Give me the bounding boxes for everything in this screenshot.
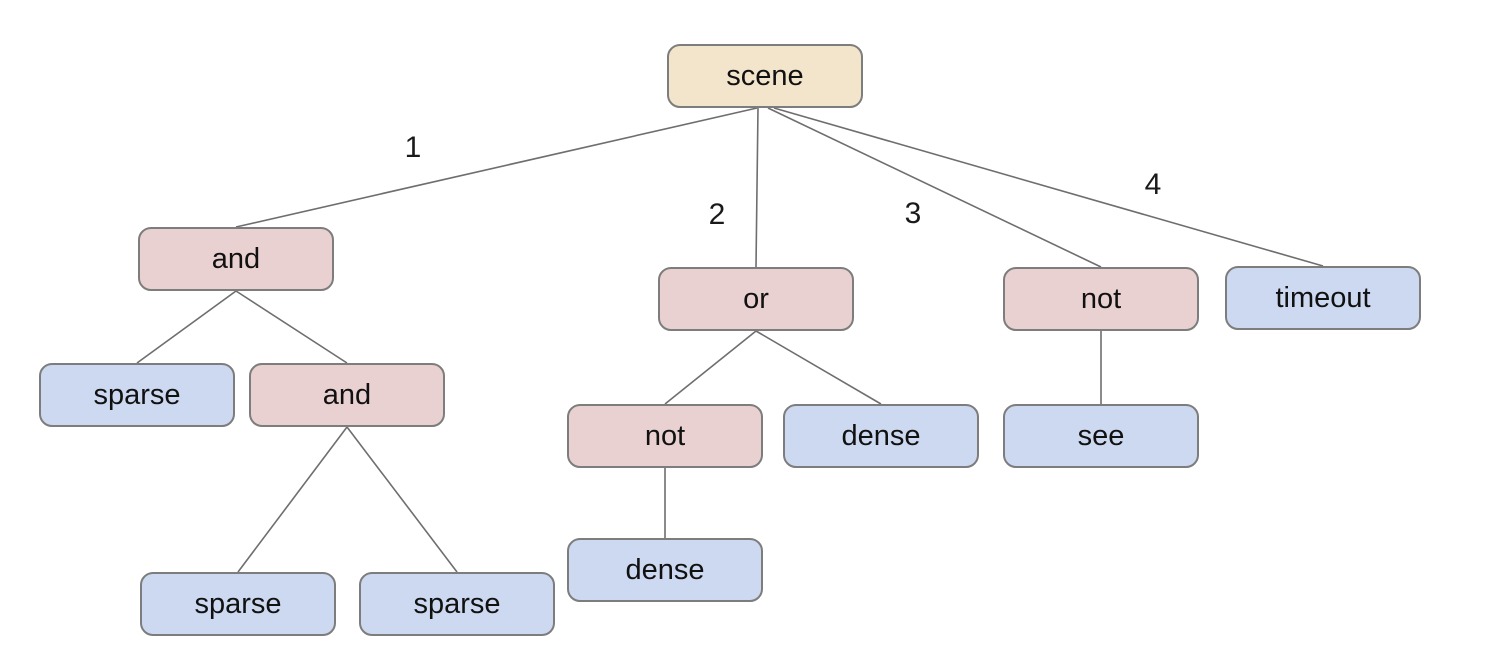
edge-label-3: 3 <box>905 197 922 230</box>
edge-or1-not2 <box>664 330 757 405</box>
edge-label-1: 1 <box>405 131 422 164</box>
tree-node-sparse1: sparse <box>39 363 235 427</box>
tree-node-not2: not <box>567 404 763 468</box>
edge-scene-not1 <box>767 107 1102 268</box>
tree-node-see1: see <box>1003 404 1199 468</box>
tree-node-dense1: dense <box>783 404 979 468</box>
edge-and2-sparse3 <box>346 426 458 573</box>
edge-scene-timeout1 <box>773 107 1324 267</box>
tree-node-scene: scene <box>667 44 863 108</box>
edge-and1-and2 <box>235 290 348 364</box>
edge-label-2: 2 <box>709 198 726 231</box>
edge-and1-sparse1 <box>136 290 237 364</box>
tree-node-timeout1: timeout <box>1225 266 1421 330</box>
tree-node-dense2: dense <box>567 538 763 602</box>
tree-node-and1: and <box>138 227 334 291</box>
edge-label-4: 4 <box>1145 168 1162 201</box>
tree-node-sparse2: sparse <box>140 572 336 636</box>
edge-scene-and1 <box>235 107 758 228</box>
tree-node-not1: not <box>1003 267 1199 331</box>
tree-node-or1: or <box>658 267 854 331</box>
tree-node-and2: and <box>249 363 445 427</box>
tree-node-sparse3: sparse <box>359 572 555 636</box>
edge-or1-dense1 <box>755 330 882 405</box>
edge-and2-sparse2 <box>237 426 348 573</box>
edge-scene-or1 <box>755 107 759 268</box>
